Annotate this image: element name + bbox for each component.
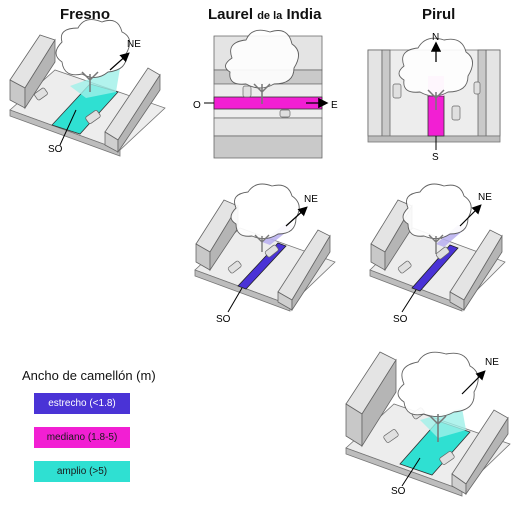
tree-trunk	[253, 83, 271, 104]
car-icon	[473, 81, 481, 95]
label-so: SO	[216, 314, 231, 325]
label-o: O	[193, 100, 201, 111]
label-n: N	[432, 32, 439, 43]
tree-canopy	[402, 183, 472, 239]
label-ne: NE	[478, 192, 492, 203]
title-india-word: India	[286, 6, 322, 23]
building-right-side	[291, 234, 331, 312]
car-icon	[34, 87, 48, 101]
diagram-laurel-mediano: O E	[193, 29, 338, 159]
tree-trunk	[428, 234, 444, 254]
building-left-side	[381, 49, 391, 137]
label-ne: NE	[304, 194, 318, 205]
label-e: E	[331, 100, 338, 111]
car-icon	[383, 429, 399, 443]
title-laurel-word: Laurel	[208, 6, 254, 23]
label-so: SO	[391, 486, 406, 497]
building-left-side	[24, 38, 56, 110]
tree-canopy	[225, 29, 299, 89]
car-icon	[227, 260, 242, 274]
legend-title: Ancho de camellón (m)	[22, 368, 156, 383]
label-ne: NE	[485, 357, 499, 368]
tree-canopy	[397, 351, 479, 417]
building-front-top	[213, 117, 323, 137]
tree-canopy	[230, 183, 300, 239]
ground-edge	[194, 269, 291, 312]
car-icon	[279, 109, 291, 118]
direction-arrow	[285, 206, 308, 227]
direction-arrow	[459, 204, 482, 227]
direction-arrow	[461, 370, 486, 395]
car-icon	[439, 451, 455, 465]
title-fresno: Fresno	[60, 6, 110, 23]
ground-edge	[345, 447, 463, 497]
building-right-side	[463, 234, 503, 312]
direction-line	[401, 289, 417, 313]
diagram-laurel-estrecho: NE SO	[194, 183, 336, 325]
direction-line	[227, 287, 243, 313]
building-right-side	[117, 73, 161, 154]
car-icon	[451, 105, 461, 121]
car-icon	[435, 246, 450, 260]
building-right-side	[465, 416, 509, 496]
label-s: S	[432, 152, 439, 163]
tree-canopy	[398, 37, 473, 97]
car-icon	[397, 260, 412, 274]
diagram-fresno-amplio: NE SO	[9, 19, 166, 157]
title-de-la-word: de la	[257, 10, 283, 22]
median-amplio	[51, 83, 119, 135]
median-far	[70, 68, 120, 98]
label-so: SO	[48, 144, 63, 155]
building-front-front	[213, 135, 323, 159]
tree-trunk	[429, 414, 447, 442]
label-so: SO	[393, 314, 408, 325]
building-right-top	[485, 49, 501, 137]
car-icon	[264, 244, 279, 258]
median-mediano	[213, 96, 323, 110]
tree-trunk	[81, 71, 99, 92]
direction-line	[401, 457, 421, 487]
diagram-pirul-estrecho: NE SO	[369, 183, 506, 325]
tree-trunk	[427, 89, 445, 110]
title-pirul-text: Pirul	[422, 6, 456, 23]
ground-edge	[367, 135, 501, 143]
direction-arrow	[109, 52, 130, 71]
median-estrecho	[237, 242, 287, 290]
title-laurel-de-la-india: Laurel de la India	[208, 6, 321, 23]
building-left-top	[367, 49, 383, 137]
tree-trunk	[254, 234, 270, 252]
car-icon	[85, 110, 101, 124]
label-ne: NE	[127, 39, 141, 50]
direction-line	[59, 109, 77, 146]
car-icon	[392, 83, 402, 99]
car-icon	[242, 85, 252, 98]
building-left-side	[361, 358, 397, 448]
legend-item-amplio: amplio (>5)	[34, 461, 130, 482]
title-pirul: Pirul	[422, 6, 455, 23]
legend-item-mediano: mediano (1.8-5)	[34, 427, 130, 448]
median-far	[420, 408, 466, 438]
tree-canopy	[55, 19, 131, 78]
diagram-pirul-mediano: N S	[367, 32, 501, 163]
diagram-pirul-amplio: NE SO	[345, 351, 511, 497]
median-estrecho	[411, 244, 459, 292]
title-fresno-text: Fresno	[60, 6, 111, 23]
legend-item-estrecho: estrecho (<1.8)	[34, 393, 130, 414]
